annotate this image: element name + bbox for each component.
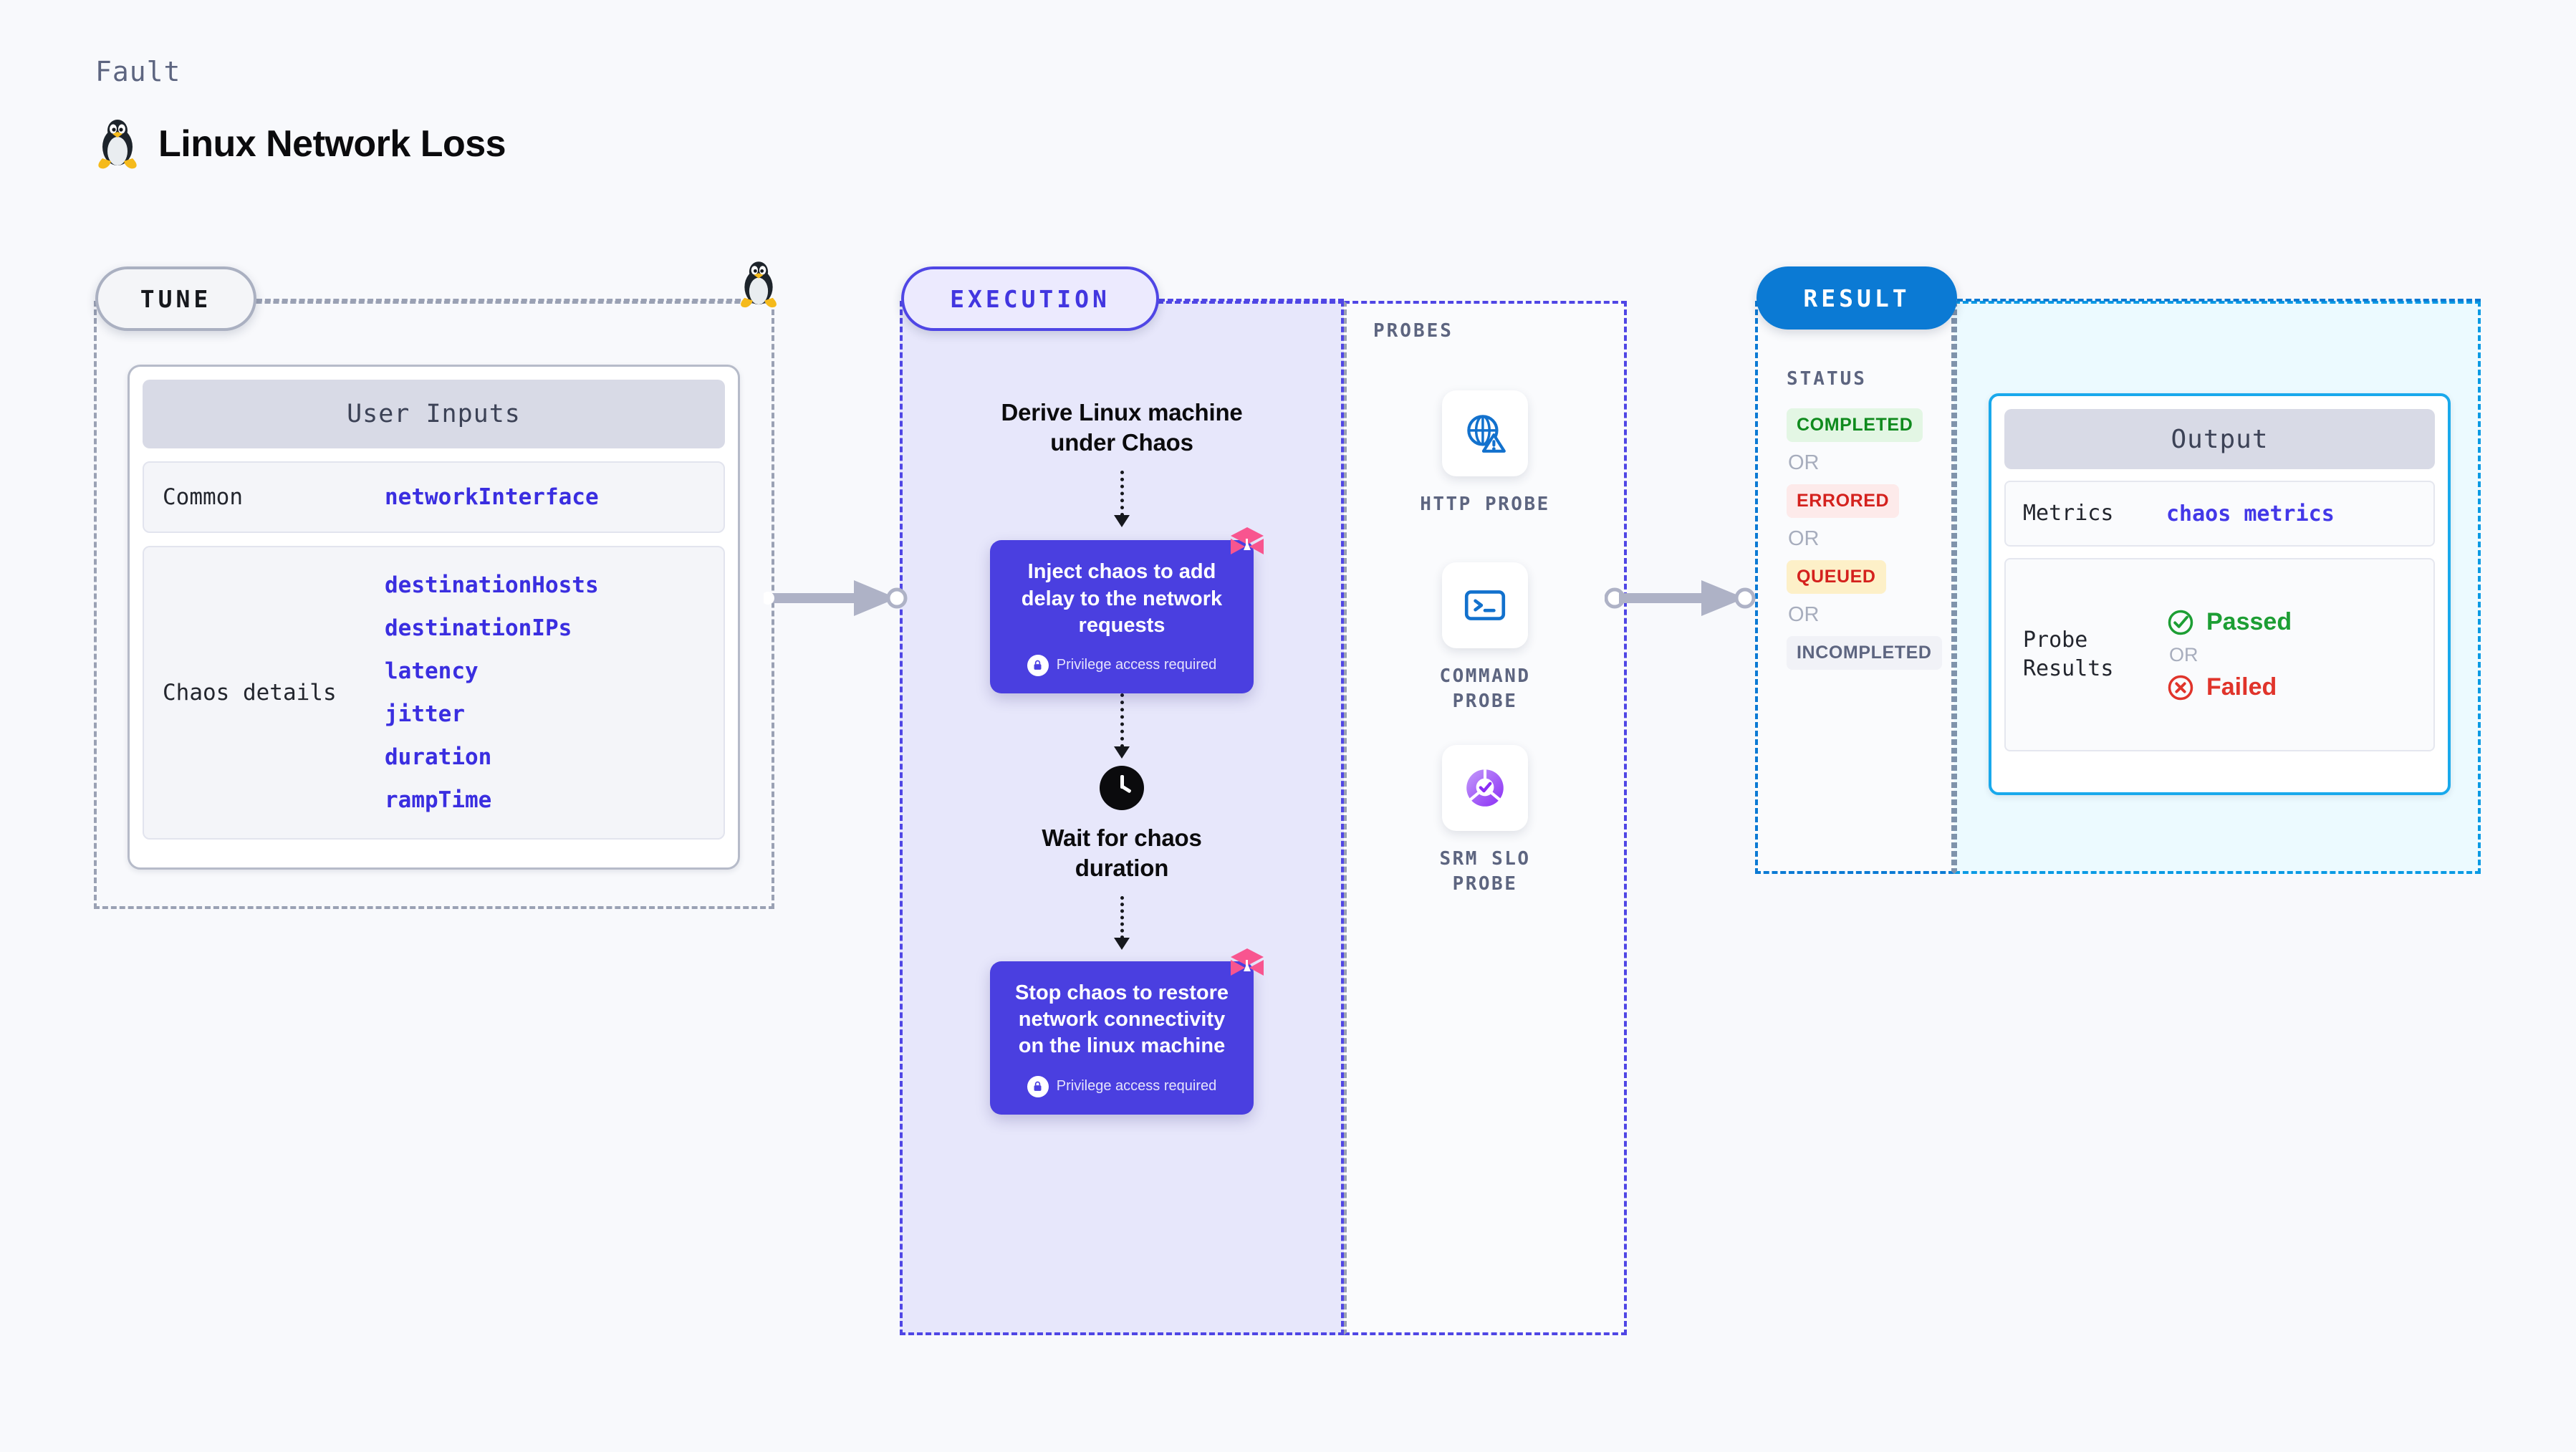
linux-penguin-marker-icon (738, 260, 779, 312)
output-row-metrics: Metrics chaos metrics (2004, 481, 2435, 547)
tune-value: latency (385, 658, 479, 684)
probe-label-line1: SRM SLO (1439, 848, 1531, 870)
tune-value: rampTime (385, 787, 492, 813)
stage-pill-execution[interactable]: EXECUTION (901, 266, 1159, 331)
connector-tune-to-execution (764, 580, 908, 616)
execution-stage-panel (900, 301, 1344, 1335)
output-metrics-value: chaos metrics (2166, 501, 2335, 527)
status-list: COMPLETED OR ERRORED OR QUEUED OR INCOMP… (1787, 408, 1942, 670)
tune-row-values: networkInterface (385, 484, 599, 510)
passed-label: Passed (2206, 608, 2292, 635)
tune-value: duration (385, 744, 492, 770)
linux-penguin-icon (95, 118, 140, 170)
srm-slo-donut-check-icon (1466, 769, 1504, 807)
output-card: Output Metrics chaos metrics Probe Resul… (1989, 393, 2451, 795)
status-badge-incompleted: INCOMPLETED (1787, 636, 1942, 670)
tune-row-label: Chaos details (163, 679, 337, 706)
probe-results-label-line2: Results (2023, 656, 2114, 681)
probe-tile (1442, 745, 1528, 831)
probe-result-failed: Failed (2166, 673, 2292, 702)
probe-label-line1: COMMAND (1439, 665, 1531, 687)
status-section-title: STATUS (1787, 368, 1867, 390)
stage-pill-result[interactable]: RESULT (1756, 266, 1957, 330)
failed-label: Failed (2206, 673, 2277, 701)
user-inputs-card: User Inputs Common networkInterface Chao… (128, 365, 740, 870)
status-or: OR (1788, 527, 1820, 550)
probe-http[interactable]: HTTP PROBE (1403, 390, 1567, 517)
output-card-title: Output (2004, 409, 2435, 469)
tune-row-values: destinationHosts destinationIPs latency … (385, 572, 599, 813)
tune-leader-line (256, 299, 758, 302)
tune-value: destinationIPs (385, 615, 572, 641)
probe-tile (1442, 562, 1528, 648)
terminal-prompt-icon (1464, 590, 1506, 620)
tune-row-label: Common (163, 484, 243, 510)
user-inputs-card-title: User Inputs (143, 380, 725, 448)
status-or: OR (1788, 451, 1820, 474)
tune-value: jitter (385, 701, 465, 727)
output-row-label: Metrics (2023, 500, 2114, 526)
probe-result-or: OR (2169, 643, 2198, 665)
probe-tile (1442, 390, 1528, 476)
x-circle-icon (2168, 675, 2193, 700)
status-badge-queued: QUEUED (1787, 560, 1886, 594)
output-row-probe-results: Probe Results Passed OR Fai (2004, 558, 2435, 751)
tune-row-common: Common networkInterface (143, 461, 725, 533)
output-row-label: Probe Results (2023, 626, 2166, 684)
status-or: OR (1788, 603, 1820, 626)
tune-value: networkInterface (385, 484, 599, 510)
status-badge-completed: COMPLETED (1787, 408, 1923, 442)
tune-row-chaos-details: Chaos details destinationHosts destinati… (143, 546, 725, 840)
probe-label-line2: PROBE (1452, 873, 1518, 895)
globe-warning-icon (1467, 415, 1506, 453)
probe-srm-slo[interactable]: SRM SLO PROBE (1403, 745, 1567, 897)
probe-label: HTTP PROBE (1420, 492, 1550, 517)
connector-probes-to-result (1605, 580, 1756, 616)
status-badge-errored: ERRORED (1787, 484, 1900, 518)
tune-value: destinationHosts (385, 572, 599, 598)
probe-label: COMMAND PROBE (1439, 664, 1530, 714)
tune-stage-panel (94, 301, 774, 909)
probe-label: SRM SLO PROBE (1439, 847, 1530, 897)
page-title-row: Linux Network Loss (95, 118, 506, 170)
probe-label-line2: PROBE (1452, 691, 1518, 713)
result-leader-line (1957, 299, 2481, 302)
page-title: Linux Network Loss (158, 123, 506, 165)
probe-label-line1: HTTP PROBE (1420, 494, 1550, 515)
probe-results-label-line1: Probe (2023, 627, 2088, 653)
page-eyebrow: Fault (95, 56, 181, 87)
probe-results-values: Passed OR Failed (2166, 608, 2292, 702)
probes-section-title: PROBES (1373, 320, 1453, 342)
probe-command[interactable]: COMMAND PROBE (1403, 562, 1567, 714)
probe-result-passed: Passed (2166, 608, 2292, 637)
check-circle-icon (2168, 610, 2193, 635)
execution-leader-line (1159, 299, 1344, 302)
stage-pill-tune[interactable]: TUNE (95, 266, 256, 331)
